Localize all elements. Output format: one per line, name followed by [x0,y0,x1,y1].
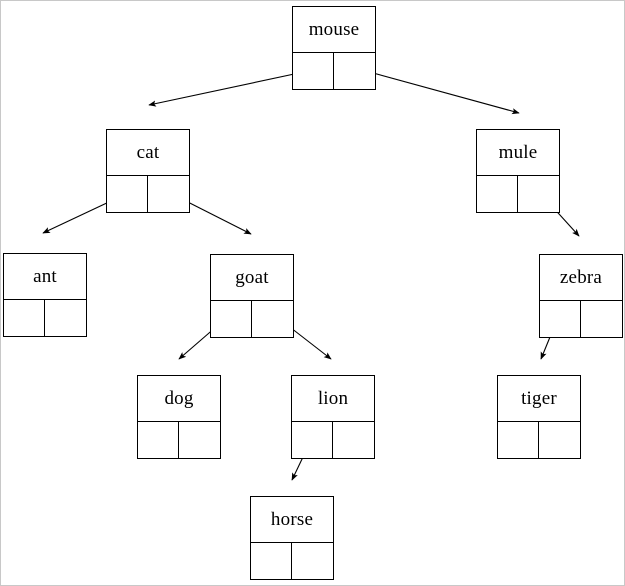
right-pointer-cell[interactable] [179,422,220,458]
tree-node-label: lion [292,376,374,422]
tree-node-horse[interactable]: horse [250,496,334,580]
tree-node-label: goat [211,255,293,301]
right-pointer-cell[interactable] [252,301,293,337]
tree-node-pointer-row [540,301,622,337]
right-pointer-cell[interactable] [148,176,189,212]
left-pointer-cell[interactable] [540,301,581,337]
tree-node-label: cat [107,130,189,176]
tree-node-pointer-row [4,300,86,336]
left-pointer-cell[interactable] [292,422,333,458]
tree-node-label: ant [4,254,86,300]
tree-node-label: mule [477,130,559,176]
tree-node-label: mouse [293,7,375,53]
left-pointer-cell[interactable] [498,422,539,458]
left-pointer-cell[interactable] [4,300,45,336]
edge-arrow-mouse-to-mule [354,67,520,115]
right-pointer-cell[interactable] [45,300,86,336]
tree-node-pointer-row [251,543,333,579]
tree-node-dog[interactable]: dog [137,375,221,459]
tree-node-pointer-row [292,422,374,458]
left-pointer-cell[interactable] [251,543,292,579]
tree-node-lion[interactable]: lion [291,375,375,459]
tree-node-cat[interactable]: cat [106,129,190,213]
tree-node-mule[interactable]: mule [476,129,560,213]
right-pointer-cell[interactable] [292,543,333,579]
tree-node-label: zebra [540,255,622,301]
tree-node-label: tiger [498,376,580,422]
tree-node-goat[interactable]: goat [210,254,294,338]
left-pointer-cell[interactable] [107,176,148,212]
left-pointer-cell[interactable] [293,53,334,89]
left-pointer-cell[interactable] [138,422,179,458]
tree-node-label: horse [251,497,333,543]
tree-node-pointer-row [293,53,375,89]
right-pointer-cell[interactable] [334,53,375,89]
tree-node-pointer-row [211,301,293,337]
tree-node-zebra[interactable]: zebra [539,254,623,338]
tree-node-mouse[interactable]: mouse [292,6,376,90]
tree-node-ant[interactable]: ant [3,253,87,337]
right-pointer-cell[interactable] [333,422,374,458]
tree-node-pointer-row [138,422,220,458]
tree-node-pointer-row [107,176,189,212]
tree-node-pointer-row [477,176,559,212]
edge-arrow-mouse-to-cat [148,69,314,107]
tree-node-pointer-row [498,422,580,458]
left-pointer-cell[interactable] [211,301,252,337]
left-pointer-cell[interactable] [477,176,518,212]
right-pointer-cell[interactable] [539,422,580,458]
right-pointer-cell[interactable] [518,176,559,212]
tree-node-label: dog [138,376,220,422]
tree-node-tiger[interactable]: tiger [497,375,581,459]
right-pointer-cell[interactable] [581,301,622,337]
